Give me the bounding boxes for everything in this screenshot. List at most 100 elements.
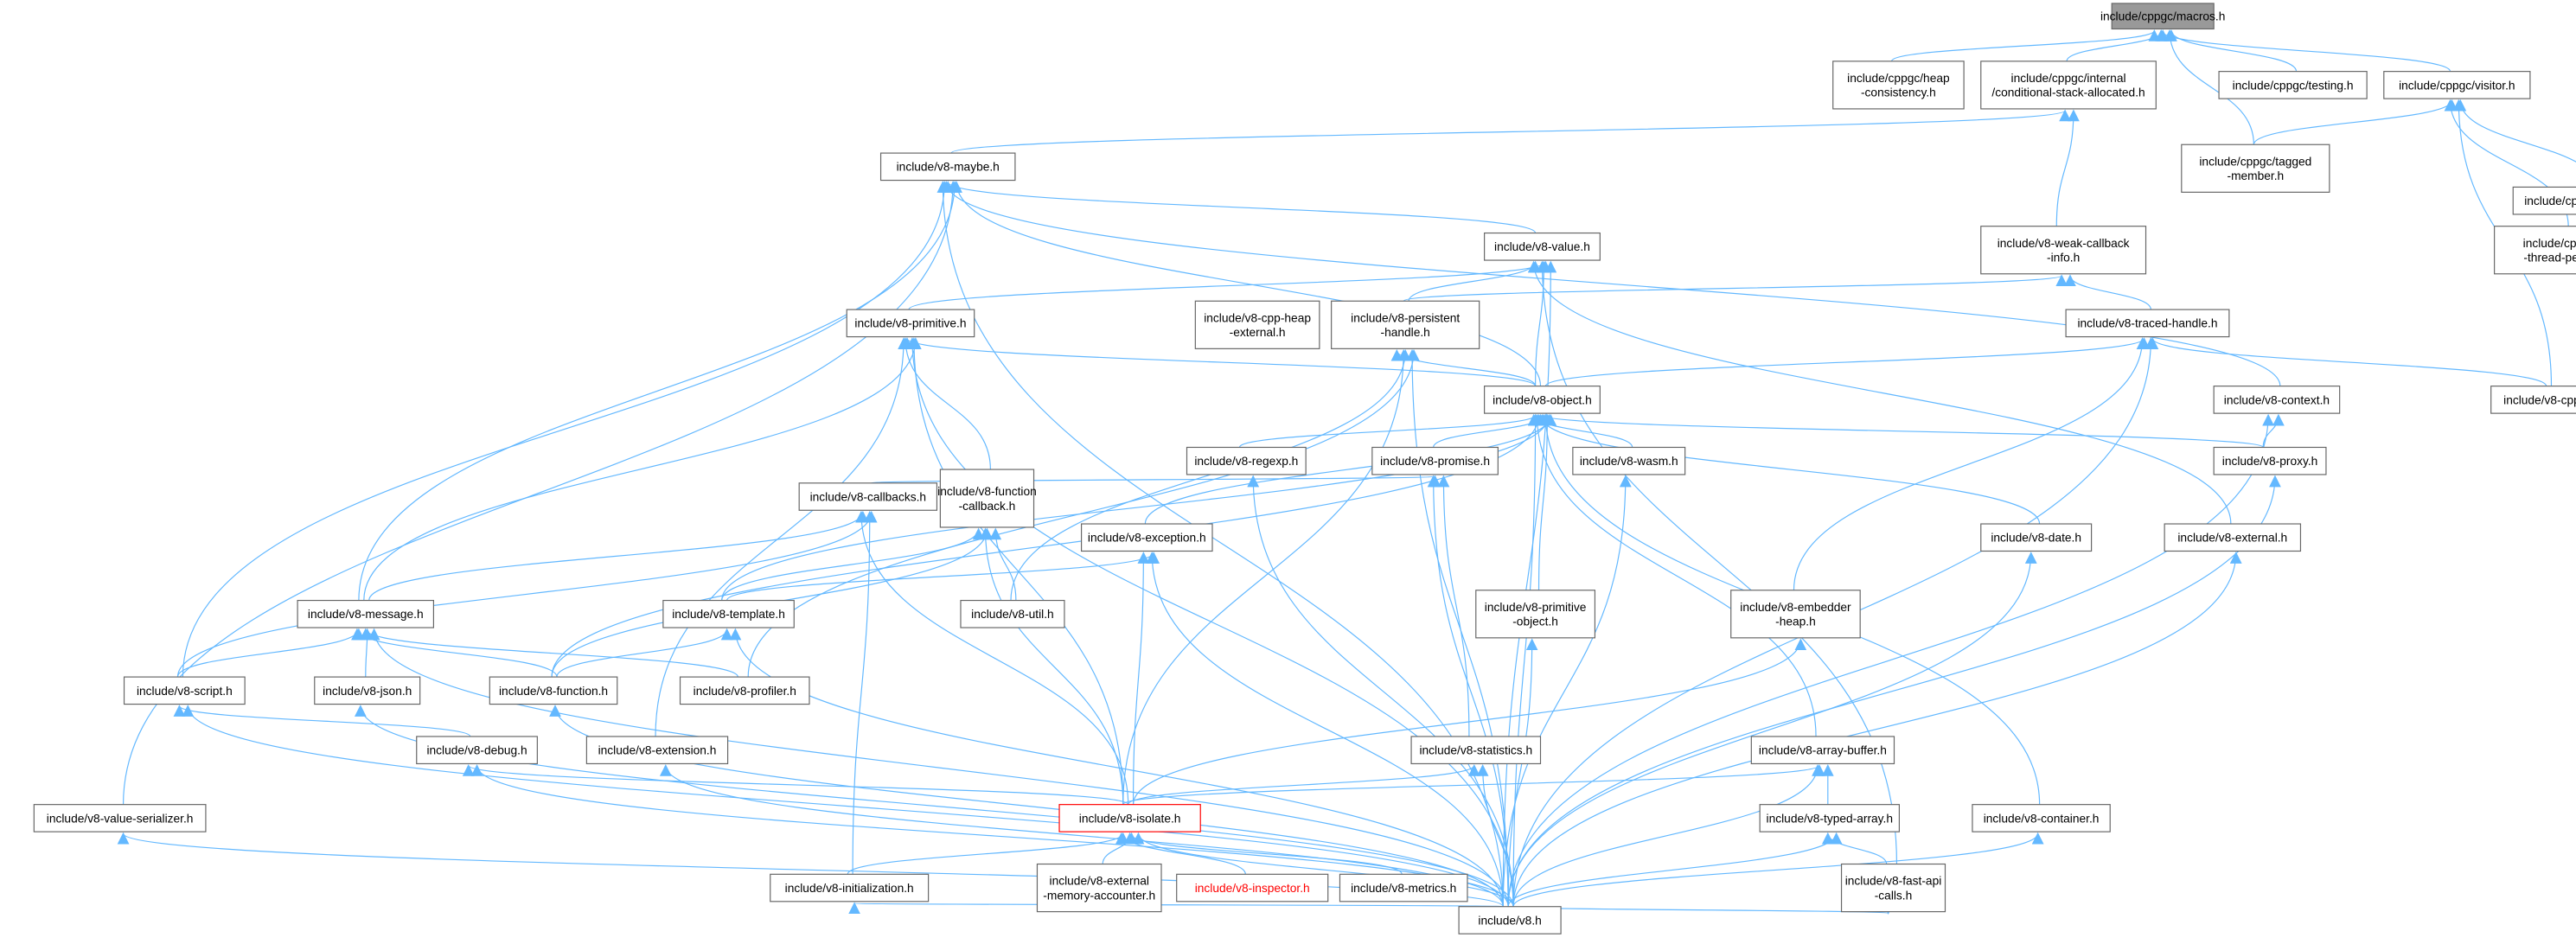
node-util[interactable]: include/v8-util.h [960, 599, 1065, 628]
edge-traced-to-weak [2064, 274, 2152, 310]
node-box [2512, 186, 2576, 215]
edge-visitor-to-macros [2155, 29, 2451, 72]
node-label: include/cppgc/macros.h [2100, 10, 2225, 23]
node-profiler[interactable]: include/v8-profiler.h [679, 676, 810, 705]
edge-script-to-message [176, 628, 365, 678]
node-serializer[interactable]: include/v8-value-serializer.h [33, 804, 207, 832]
edge-embedder-to-traced [1793, 337, 2149, 590]
node-label: -info.h [2047, 252, 2080, 265]
node-visitor[interactable]: include/cppgc/visitor.h [2383, 71, 2531, 99]
node-external[interactable]: include/v8-external.h [2164, 523, 2302, 552]
node-label: include/v8-template.h [672, 608, 785, 621]
node-box [1484, 386, 1601, 414]
edge-object-to-phandle [1390, 348, 1537, 386]
node-typed[interactable]: include/v8-typed-array.h [1759, 804, 1900, 832]
node-wasm[interactable]: include/v8-wasm.h [1572, 446, 1686, 475]
edge-init-to-isolate [847, 832, 1129, 875]
node-label: -heap.h [1775, 616, 1816, 628]
node-label: include/v8-exception.h [1088, 532, 1206, 545]
node-inspector[interactable]: include/v8-inspector.h [1176, 873, 1329, 903]
node-json[interactable]: include/v8-json.h [314, 676, 421, 705]
node-label: include/cppgc/persistent.h [2524, 195, 2576, 207]
node-v8[interactable]: include/v8.h [1458, 906, 1562, 934]
node-box [939, 469, 1035, 528]
edge-util-to-fcallback [989, 527, 1017, 601]
edge-v8-to-message [368, 628, 1509, 907]
node-script[interactable]: include/v8-script.h [123, 676, 246, 705]
node-message[interactable]: include/v8-message.h [297, 599, 435, 628]
node-extension[interactable]: include/v8-extension.h [585, 736, 729, 765]
node-label: include/v8-initialization.h [785, 882, 914, 895]
node-primobj[interactable]: include/v8-primitive-object.h [1475, 590, 1596, 639]
edge-callbacks-to-promise [871, 475, 1440, 488]
node-weak[interactable]: include/v8-weak-callback -info.h [1980, 226, 2147, 275]
node-template[interactable]: include/v8-template.h [662, 599, 795, 628]
node-label: include/v8.h [1478, 914, 1541, 927]
node-cppgc[interactable]: include/v8-cppgc.h [2490, 386, 2576, 414]
node-label: include/v8-cppgc.h [2503, 393, 2576, 406]
node-heapc[interactable]: include/cppgc/heap-consistency.h [1832, 61, 1965, 110]
node-fastapi[interactable]: include/v8-fast-api-calls.h [1840, 863, 1946, 913]
edge-script-to-maybe [182, 181, 951, 678]
node-macros[interactable]: include/cppgc/macros.h [2100, 3, 2225, 30]
node-cross[interactable]: include/cppgc/cross-thread-persistent.h [2494, 226, 2576, 275]
node-cppheap[interactable]: include/v8-cpp-heap-external.h [1194, 300, 1320, 349]
node-box [2065, 309, 2230, 338]
edge-promise-to-object [1433, 413, 1550, 448]
edge-maybe-to-cond [950, 109, 2071, 154]
node-maybe[interactable]: include/v8-maybe.h [879, 152, 1016, 182]
node-arraybuf[interactable]: include/v8-array-buffer.h [1750, 736, 1895, 765]
node-init[interactable]: include/v8-initialization.h [770, 873, 930, 903]
node-context[interactable]: include/v8-context.h [2213, 386, 2341, 414]
node-fcallback[interactable]: include/v8-function-callback.h [937, 469, 1037, 528]
node-embedder[interactable]: include/v8-embedder -heap.h [1730, 590, 1861, 639]
edge-persistent-to-visitor [2454, 99, 2576, 163]
node-label: include/v8-weak-callback [1998, 237, 2130, 250]
node-callbacks[interactable]: include/v8-callbacks.h [798, 482, 938, 511]
node-box [1410, 736, 1542, 765]
node-function[interactable]: include/v8-function.h [489, 676, 618, 705]
node-promise[interactable]: include/v8-promise.h [1371, 446, 1499, 475]
node-box [1980, 61, 2157, 110]
node-label: -calls.h [1875, 889, 1913, 902]
node-label: include/v8-embedder [1740, 601, 1851, 614]
node-tagged[interactable]: include/cppgc/tagged-member.h [2181, 144, 2330, 193]
node-statistics[interactable]: include/v8-statistics.h [1410, 736, 1542, 765]
node-label: include/v8-script.h [137, 685, 233, 698]
node-testing[interactable]: include/cppgc/testing.h [2218, 71, 2368, 99]
node-phandle[interactable]: include/v8-persistent-handle.h [1331, 300, 1480, 349]
node-box [1759, 804, 1900, 832]
edge-v8-to-isolate [1132, 832, 1514, 907]
node-box [2494, 226, 2576, 275]
node-label: include/cppgc/internal [2011, 72, 2126, 85]
node-traced[interactable]: include/v8-traced-handle.h [2065, 309, 2230, 338]
node-value[interactable]: include/v8-value.h [1484, 232, 1601, 261]
node-date[interactable]: include/v8-date.h [1980, 523, 2093, 552]
node-primitive[interactable]: include/v8-primitive.h [846, 309, 975, 338]
node-box [1339, 873, 1468, 903]
node-regexp[interactable]: include/v8-regexp.h [1186, 446, 1307, 475]
node-box [798, 482, 938, 511]
node-label: include/v8-typed-array.h [1767, 812, 1893, 825]
node-label: -consistency.h [1861, 86, 1936, 99]
node-label: include/v8-external [1050, 875, 1149, 888]
node-extmem[interactable]: include/v8-external-memory-accounter.h [1036, 863, 1162, 913]
node-persistent[interactable]: include/cppgc/persistent.h [2512, 186, 2576, 215]
edge-value-to-maybe [942, 181, 1537, 234]
edge-object-to-traced [1544, 337, 2151, 387]
node-proxy[interactable]: include/v8-proxy.h [2213, 446, 2327, 475]
node-label: include/v8-util.h [971, 608, 1054, 621]
node-object[interactable]: include/v8-object.h [1484, 386, 1601, 414]
node-metrics[interactable]: include/v8-metrics.h [1339, 873, 1468, 903]
edge-fcallback-to-primitive [899, 337, 991, 470]
node-container[interactable]: include/v8-container.h [1972, 804, 2111, 832]
node-cond[interactable]: include/cppgc/internal/conditional-stack… [1980, 61, 2157, 110]
node-box [2213, 386, 2341, 414]
edge-context-to-maybe [940, 181, 2281, 386]
node-exception[interactable]: include/v8-exception.h [1081, 523, 1213, 552]
node-label: include/v8-maybe.h [897, 161, 1000, 174]
node-box [585, 736, 729, 765]
node-debug[interactable]: include/v8-debug.h [416, 736, 538, 765]
node-isolate[interactable]: include/v8-isolate.h [1058, 804, 1201, 832]
edge-function-to-template [556, 628, 733, 678]
